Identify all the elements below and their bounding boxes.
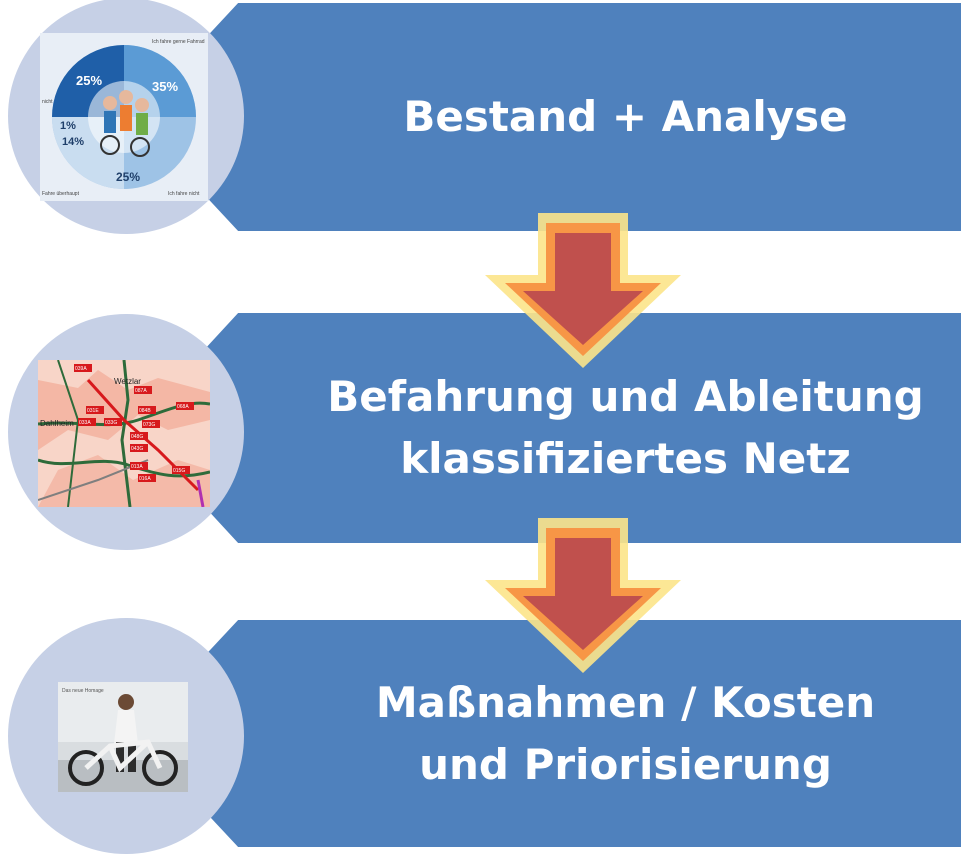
step-2-banner [132, 313, 961, 543]
pie-caption-1: Ich fahre gerne Fahrrad [152, 39, 205, 45]
map-code-4: 068A [177, 404, 189, 410]
step-3-banner [132, 620, 961, 847]
map-code-7: 033G [105, 420, 117, 426]
pie-label-25b: 25% [116, 170, 140, 184]
down-arrow-2 [485, 518, 681, 673]
down-arrow-1 [485, 213, 681, 368]
pie-label-25a: 25% [76, 73, 102, 88]
step-1-banner [132, 3, 961, 231]
pie-label-35: 35% [152, 79, 178, 94]
step-2-title: Befahrung und Ableitung klassifiziertes … [327, 372, 924, 483]
map-code-9: 048G [131, 434, 143, 440]
map-image: Wetzlar Dahlheim 039A 087A 084B 068A 031… [38, 360, 210, 507]
map-code-12: 016A [139, 476, 151, 482]
map-code-8: 073G [143, 422, 155, 428]
pie-label-1: 1% [60, 120, 76, 132]
map-code-2: 087A [135, 388, 147, 394]
pie-caption-4: nicht [42, 99, 53, 105]
map-code-13: 015G [173, 468, 185, 474]
photo-caption: Das neue Homage [62, 688, 104, 694]
step-2-thumbnail-map: Wetzlar Dahlheim 039A 087A 084B 068A 031… [38, 360, 210, 507]
map-code-3: 084B [139, 408, 151, 414]
map-place-wetzlar: Wetzlar [114, 377, 141, 386]
pie-label-14: 14% [62, 136, 84, 148]
map-code-6: 033A [79, 420, 91, 426]
ebike-photo-image: Das neue Homage [58, 682, 188, 792]
step-3-title: Maßnahmen / Kosten und Priorisierung [375, 677, 876, 789]
step-1-thumbnail-pie-chart: 25% 35% 25% 14% 1% Ich fahre gerne Fahrr… [40, 33, 208, 201]
step-1-title: Bestand + Analyse [403, 92, 848, 141]
map-code-11: 013A [131, 464, 143, 470]
pie-caption-2: Ich fahre nicht [168, 191, 200, 197]
map-code-1: 039A [75, 366, 87, 372]
map-code-10: 043G [131, 446, 143, 452]
map-place-dahlheim: Dahlheim [40, 419, 74, 428]
step-3-thumbnail-photo: Das neue Homage [58, 682, 188, 792]
pie-chart-image: 25% 35% 25% 14% 1% Ich fahre gerne Fahrr… [42, 39, 205, 197]
pie-caption-3: Fahre überhaupt [42, 191, 80, 197]
map-code-5: 031E [87, 408, 99, 414]
